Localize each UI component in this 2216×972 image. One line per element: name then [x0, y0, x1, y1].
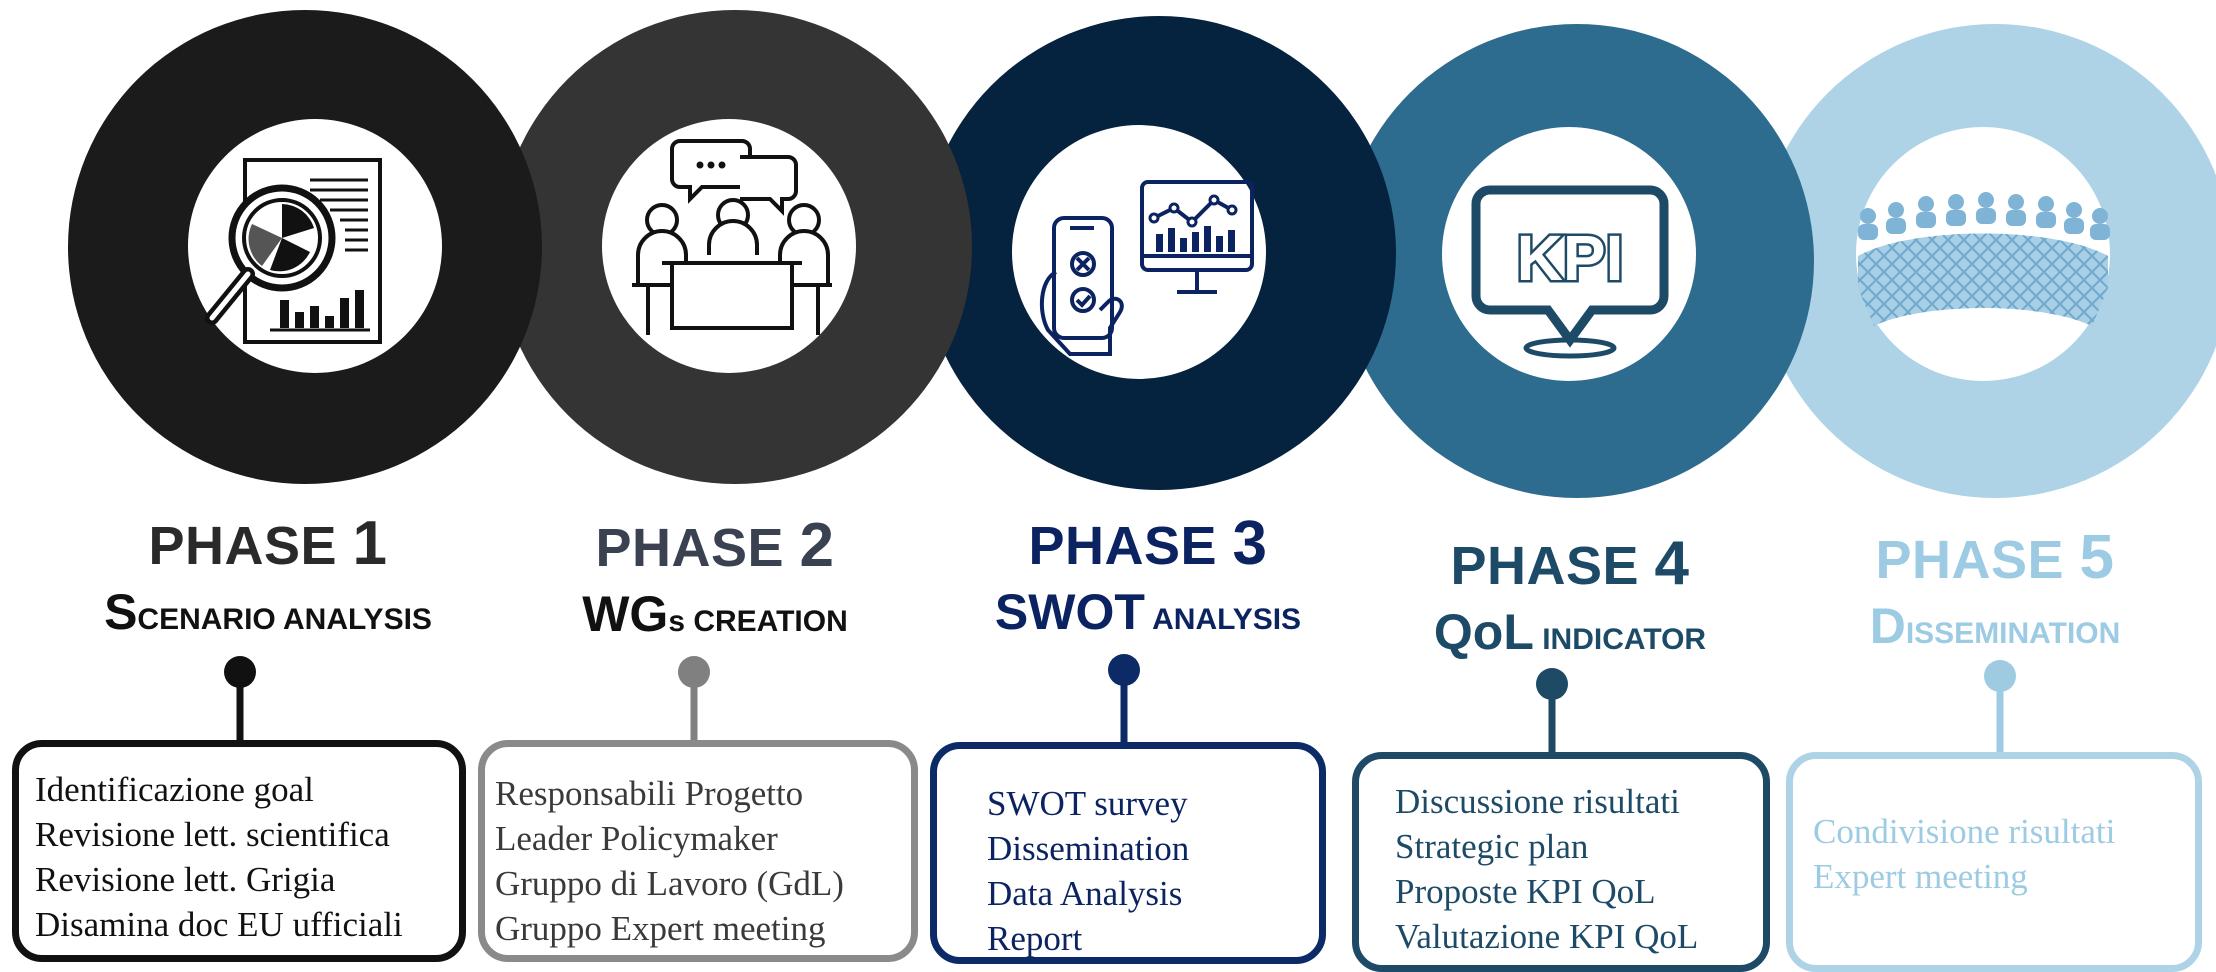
phase-5-box: Condivisione risultati Expert meeting — [1786, 752, 2202, 972]
kpi-icon: KPI — [1471, 185, 1669, 359]
phase-5-label: PHASE — [1875, 530, 2065, 590]
phase-1-title: PHASE 1 SCENARIO ANALYSIS — [104, 508, 432, 641]
phase-2-item: Responsabili Progetto — [495, 774, 804, 813]
phase-2-title: PHASE 2 WGs CREATION — [582, 510, 848, 643]
phase-3-box: SWOT survey Dissemination Data Analysis … — [930, 742, 1326, 964]
phase-4-label: PHASE — [1450, 536, 1640, 596]
audience-arena-icon — [1858, 192, 2110, 326]
phase-5-item: Expert meeting — [1813, 857, 2028, 896]
phase-5-dot — [1984, 660, 2016, 692]
phase-1-item: Identificazione goal — [35, 770, 314, 809]
phase-1-number: 1 — [352, 509, 388, 578]
phase-3-item: Dissemination — [987, 829, 1190, 868]
phase-3-subtitle: SWOT ANALYSIS — [995, 583, 1301, 641]
phase-5-subtitle: DISSEMINATION — [1870, 597, 2121, 655]
phase-4-connector — [1548, 684, 1556, 754]
phase-3-item: Report — [987, 919, 1083, 958]
phone-analytics-icon — [1039, 180, 1254, 356]
phase-4-dot — [1536, 668, 1568, 700]
phase-3-subtitle-rest: ANALYSIS — [1144, 603, 1302, 636]
svg-text:KPI: KPI — [1517, 222, 1624, 294]
phase-4-item: Proposte KPI QoL — [1395, 872, 1656, 911]
phase-5-number: 5 — [2079, 523, 2115, 592]
phase-4-title: PHASE 4 QoL INDICATOR — [1434, 528, 1706, 661]
phase-1-subtitle-cap: S — [104, 584, 138, 640]
phase-2-number: 2 — [799, 511, 835, 580]
phase-1-connector — [236, 672, 244, 744]
phase-1-dot — [224, 656, 256, 688]
phase-1-item: Revisione lett. scientifica — [35, 815, 390, 854]
phase-1-heading: PHASE 1 — [104, 508, 432, 579]
phase-3-title: PHASE 3 SWOT ANALYSIS — [995, 508, 1301, 641]
phase-2-box: Responsabili Progetto Leader Policymaker… — [478, 740, 918, 962]
phase-5-heading: PHASE 5 — [1870, 522, 2121, 593]
phase-5-connector — [1996, 676, 2004, 754]
phase-5-item: Condivisione risultati — [1813, 812, 2116, 851]
phase-1-label: PHASE — [148, 516, 338, 576]
phase-1-box: Identificazione goal Revisione lett. sci… — [12, 740, 466, 962]
phase-3-item: Data Analysis — [987, 874, 1183, 913]
phase-2-subtitle-rest: s CREATION — [668, 605, 848, 638]
phase-3-heading: PHASE 3 — [995, 508, 1301, 579]
report-magnifier-icon — [205, 158, 382, 344]
phase-2-dot — [678, 656, 710, 688]
phase-2-subtitle: WGs CREATION — [582, 585, 848, 643]
phase-3-subtitle-cap: SWOT — [994, 584, 1145, 640]
phase-2-item: Leader Policymaker — [495, 819, 778, 858]
phase-4-item: Valutazione KPI QoL — [1395, 917, 1699, 956]
phase-4-subtitle-cap: QoL — [1433, 604, 1534, 660]
meeting-group-icon — [632, 139, 832, 335]
phase-1-item: Disamina doc EU ufficiali — [35, 905, 403, 944]
phase-1-item: Revisione lett. Grigia — [35, 860, 336, 899]
phase-3-label: PHASE — [1028, 516, 1218, 576]
phase-2-connector — [690, 672, 698, 744]
phase-5-title: PHASE 5 DISSEMINATION — [1870, 522, 2121, 655]
phase-3-dot — [1108, 654, 1140, 686]
phase-2-heading: PHASE 2 — [582, 510, 848, 581]
phase-2-subtitle-cap: WG — [582, 586, 669, 642]
phase-4-subtitle-rest: INDICATOR — [1533, 623, 1707, 656]
phase-4-box: Discussione risultati Strategic plan Pro… — [1352, 752, 1770, 972]
phase-4-heading: PHASE 4 — [1434, 528, 1706, 599]
phase-5-subtitle-cap: D — [1869, 598, 1906, 654]
phase-3-number: 3 — [1232, 509, 1268, 578]
phase-3-connector — [1120, 670, 1128, 744]
phase-2-item: Gruppo di Lavoro (GdL) — [495, 864, 844, 903]
phase-4-item: Strategic plan — [1395, 827, 1589, 866]
phase-4-item: Discussione risultati — [1395, 782, 1680, 821]
phase-2-label: PHASE — [595, 518, 785, 578]
phase-3-item: SWOT survey — [987, 784, 1188, 823]
phase-1-subtitle-rest: CENARIO ANALYSIS — [137, 603, 432, 636]
phase-2-item: Gruppo Expert meeting — [495, 909, 826, 948]
phase-5-subtitle-rest: ISSEMINATION — [1905, 617, 2121, 650]
phase-1-subtitle: SCENARIO ANALYSIS — [104, 583, 432, 641]
phase-4-subtitle: QoL INDICATOR — [1434, 603, 1706, 661]
phase-4-number: 4 — [1654, 529, 1690, 598]
